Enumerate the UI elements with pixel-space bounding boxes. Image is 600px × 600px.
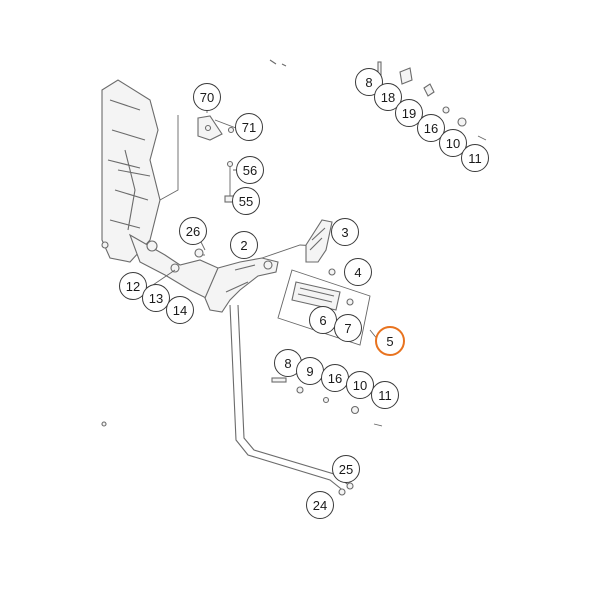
frame-section [101,79,226,301]
callout-26[interactable]: 26 [179,217,207,245]
callout-56[interactable]: 56 [236,156,264,184]
callout-7[interactable]: 7 [334,314,362,342]
callout-24[interactable]: 24 [306,491,334,519]
callout-3[interactable]: 3 [331,218,359,246]
callout-16[interactable]: 16 [321,364,349,392]
callout-11[interactable]: 11 [371,381,399,409]
footpeg [305,219,336,276]
hardware-middle [101,377,383,427]
callout-10[interactable]: 10 [346,371,374,399]
callout-12[interactable]: 12 [119,272,147,300]
hardware-top-right [269,59,487,141]
callout-2[interactable]: 2 [230,231,258,259]
callout-25[interactable]: 25 [332,455,360,483]
callout-5-highlighted[interactable]: 5 [375,326,405,356]
callout-4[interactable]: 4 [344,258,372,286]
callout-14[interactable]: 14 [166,296,194,324]
sensor-bracket [159,110,237,201]
callout-55[interactable]: 55 [232,187,260,215]
callout-70[interactable]: 70 [193,83,221,111]
callout-71[interactable]: 71 [235,113,263,141]
callout-11[interactable]: 11 [461,144,489,172]
callout-9[interactable]: 9 [296,357,324,385]
footrest-bracket [194,244,319,313]
callout-6[interactable]: 6 [309,306,337,334]
callout-13[interactable]: 13 [142,284,170,312]
footrest-rubber-plate [277,269,371,346]
